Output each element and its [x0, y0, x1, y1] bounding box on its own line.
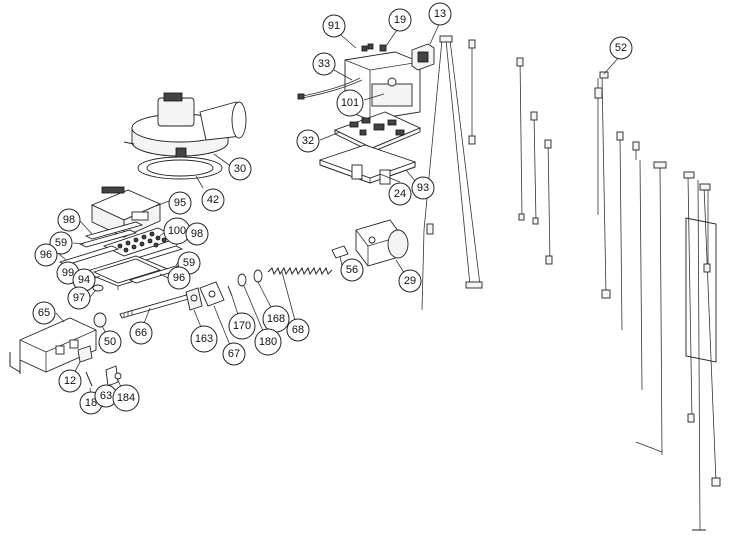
callout-98-top: 98 [57, 208, 81, 232]
svg-text:56: 56 [346, 264, 358, 276]
svg-text:18: 18 [85, 397, 97, 409]
strip-59-left [78, 229, 138, 248]
svg-text:97: 97 [73, 292, 85, 304]
callout-50: 50 [98, 330, 122, 354]
svg-text:98: 98 [191, 228, 203, 240]
callout-184: 184 [112, 384, 140, 412]
gasket-42 [137, 156, 223, 180]
fan-assembly-30 [123, 92, 247, 159]
svg-text:52: 52 [615, 42, 627, 54]
callout-91: 91 [322, 14, 346, 38]
wiring-harness-middle [516, 57, 553, 265]
callout-180: 180 [254, 328, 282, 356]
wiring-harness-52 [594, 71, 667, 456]
callout-42: 42 [201, 188, 225, 212]
svg-text:59: 59 [55, 237, 67, 249]
callout-98-right: 98 [185, 222, 209, 246]
callout-101: 101 [336, 89, 364, 117]
callout-68: 68 [286, 318, 310, 342]
svg-text:67: 67 [228, 348, 240, 360]
svg-text:33: 33 [318, 58, 330, 70]
callout-93: 93 [411, 176, 435, 200]
callout-163: 163 [190, 325, 218, 353]
pin-170 [227, 285, 233, 297]
callout-52: 52 [609, 36, 633, 60]
callout-19: 19 [388, 8, 412, 32]
strip-98-top [84, 221, 144, 240]
pcb-32 [333, 111, 422, 153]
svg-text:65: 65 [38, 307, 50, 319]
svg-text:101: 101 [341, 97, 359, 109]
callout-96-right: 96 [167, 266, 191, 290]
svg-text:99: 99 [62, 267, 74, 279]
svg-text:32: 32 [302, 135, 314, 147]
svg-text:19: 19 [394, 14, 406, 26]
svg-text:91: 91 [328, 20, 340, 32]
svg-text:68: 68 [292, 324, 304, 336]
callout-96-left: 96 [34, 243, 58, 267]
svg-text:168: 168 [267, 313, 285, 325]
svg-text:180: 180 [259, 336, 277, 348]
pcb-tray-24 [318, 144, 417, 185]
svg-text:96: 96 [173, 272, 185, 284]
svg-text:95: 95 [174, 197, 186, 209]
callout-29: 29 [398, 269, 422, 293]
connector-switch-13 [411, 43, 435, 71]
small-parts-12-18-63-184 [77, 345, 122, 387]
svg-text:59: 59 [183, 257, 195, 269]
svg-text:96: 96 [40, 249, 52, 261]
callout-59-left: 59 [49, 231, 73, 255]
svg-text:24: 24 [394, 188, 406, 200]
washer-97 [92, 284, 104, 292]
shaft-66 [119, 293, 193, 319]
callout-65: 65 [32, 301, 56, 325]
callout-12: 12 [58, 369, 82, 393]
spring-68 [267, 266, 333, 276]
coupling-56 [331, 245, 349, 259]
svg-text:100: 100 [168, 225, 186, 237]
svg-text:163: 163 [195, 333, 213, 345]
bracket-163 [185, 287, 203, 311]
callout-67: 67 [222, 342, 246, 366]
callout-95: 95 [168, 191, 192, 215]
svg-text:184: 184 [117, 392, 135, 404]
svg-text:30: 30 [234, 163, 246, 175]
callout-30: 30 [228, 157, 252, 181]
callout-170: 170 [228, 312, 256, 340]
callout-32: 32 [296, 129, 320, 153]
svg-text:50: 50 [104, 336, 116, 348]
callout-168: 168 [262, 305, 290, 333]
svg-text:170: 170 [233, 320, 251, 332]
control-board-bracket-91 [344, 43, 421, 121]
svg-text:63: 63 [100, 390, 112, 402]
frame-99 [82, 255, 172, 290]
svg-text:42: 42 [207, 194, 219, 206]
callout-24: 24 [388, 182, 412, 206]
svg-text:12: 12 [64, 375, 76, 387]
svg-text:93: 93 [417, 182, 429, 194]
knob-50 [93, 312, 107, 328]
bracket-67 [199, 281, 225, 307]
wiring-harness-right [683, 171, 721, 531]
cable-33 [297, 77, 363, 100]
svg-text:13: 13 [434, 8, 446, 20]
callout-66: 66 [129, 321, 153, 345]
nut-168 [253, 269, 263, 283]
svg-text:66: 66 [135, 327, 147, 339]
washer-180 [237, 273, 247, 287]
gear-motor-29 [355, 219, 409, 267]
callout-13: 13 [428, 2, 452, 26]
base-plate-65 [9, 317, 97, 374]
callout-97: 97 [67, 286, 91, 310]
svg-text:29: 29 [404, 275, 416, 287]
svg-text:94: 94 [78, 274, 90, 286]
callout-56: 56 [340, 258, 364, 282]
callout-33: 33 [312, 52, 336, 76]
wiring-harness-left [421, 35, 483, 311]
svg-text:98: 98 [63, 214, 75, 226]
